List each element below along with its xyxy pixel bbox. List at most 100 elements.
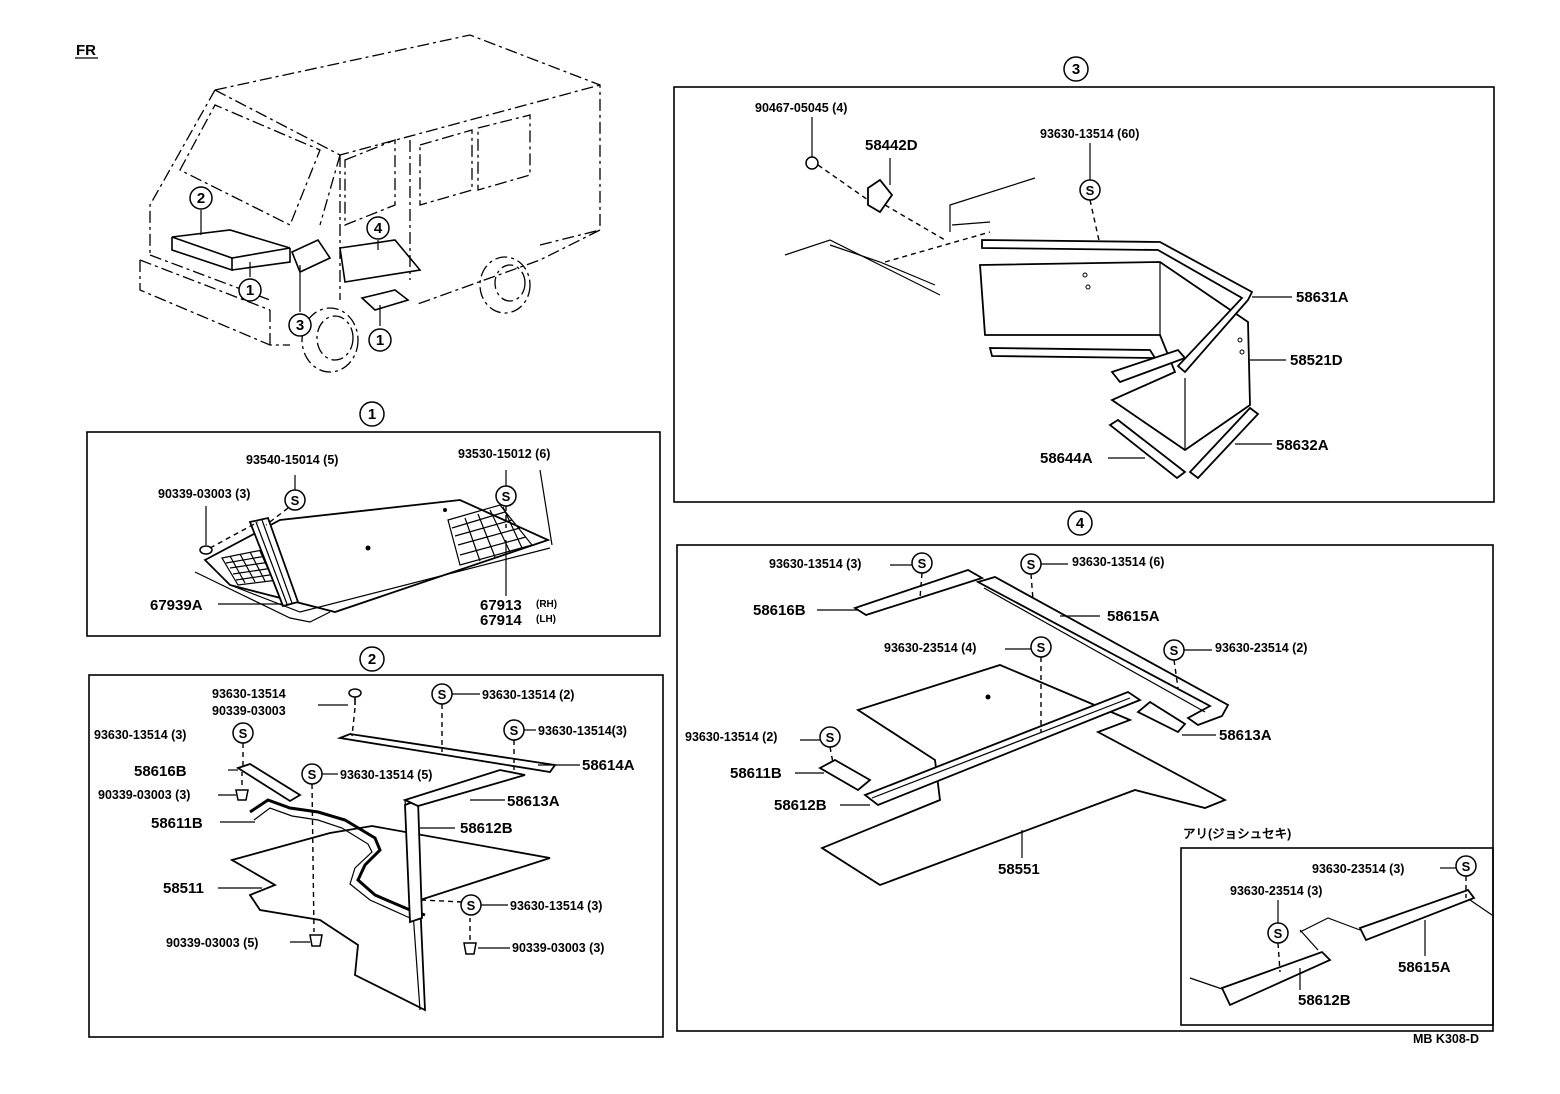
svg-text:S: S xyxy=(308,767,317,782)
s2-label-58613a: 58613A xyxy=(507,793,560,810)
s2-label-58616b: 58616B xyxy=(134,763,187,780)
strip-58613a xyxy=(402,769,526,807)
s2-screw-left3: S xyxy=(232,722,254,768)
s4-label-s-left: 93630-13514 (2) xyxy=(685,730,777,744)
section-2: 2 S S S xyxy=(88,646,664,1038)
svg-text:1: 1 xyxy=(376,332,384,349)
s4-label-58613a: 58613A xyxy=(1219,727,1272,744)
vehicle-callout-3: 3 xyxy=(288,313,312,337)
s2-screw-mid5: S xyxy=(301,763,338,933)
vehicle-floor-parts xyxy=(171,210,422,326)
strip-58632a xyxy=(1188,406,1260,480)
s4-screw-left: S xyxy=(819,726,841,764)
svg-text:4: 4 xyxy=(1076,515,1085,532)
s2-label-s-top: 93630-13514 (2) xyxy=(482,688,574,702)
s2-label-s-mid: 93630-13514 (5) xyxy=(340,768,432,782)
section-3: 3 S xyxy=(673,56,1495,503)
inset-screw-2: S xyxy=(1267,900,1289,973)
s1-screw-93540: S xyxy=(265,475,306,526)
section-3-marker: 3 xyxy=(1063,56,1089,82)
s4-label-s-mid: 93630-23514 (4) xyxy=(884,641,976,655)
s2-label-clip-low3: 90339-03003 (3) xyxy=(512,941,604,955)
clip-90339 xyxy=(199,545,213,555)
section-2-marker: 2 xyxy=(359,646,385,672)
section-4: 4 S S S xyxy=(676,510,1494,1032)
svg-text:3: 3 xyxy=(1072,61,1080,78)
s3-label-screw: 93630-13514 (60) xyxy=(1040,127,1139,141)
section-3-frame xyxy=(673,86,1495,503)
s2-label-58614a: 58614A xyxy=(582,757,635,774)
s4-label-58616b: 58616B xyxy=(753,602,806,619)
s2-clip-low3 xyxy=(463,918,477,955)
s2-label-screw-a: 93630-13514 xyxy=(212,687,286,701)
s2-label-58611b: 58611B xyxy=(151,815,203,832)
section-4-marker: 4 xyxy=(1067,510,1093,536)
svg-text:S: S xyxy=(510,723,519,738)
s4-label-58551: 58551 xyxy=(998,861,1040,878)
s1-label-67914: 67914 xyxy=(480,612,522,629)
svg-text:3: 3 xyxy=(296,317,304,334)
strip-58611b xyxy=(818,758,872,792)
svg-text:2: 2 xyxy=(368,651,376,668)
s3-label-58644a: 58644A xyxy=(1040,450,1093,467)
inset-strip-58612b xyxy=(1220,950,1332,1007)
trim-58631a xyxy=(981,239,1254,374)
svg-text:S: S xyxy=(1462,859,1471,874)
s2-label-58612b: 58612B xyxy=(460,820,513,837)
s3-label-bolt: 90467-05045 (4) xyxy=(755,101,847,115)
s1-label-lh: (LH) xyxy=(536,614,556,625)
s2-label-58511: 58511 xyxy=(163,880,204,897)
s4-label-s-right: 93630-23514 (2) xyxy=(1215,641,1307,655)
vehicle-callout-2: 2 xyxy=(189,186,213,210)
s1-label-rh: (RH) xyxy=(536,599,557,610)
s4-screw-tl: S xyxy=(911,552,933,599)
s3-screw: S xyxy=(1079,143,1101,246)
s2-label-screw-b: 90339-03003 xyxy=(212,704,286,718)
s2-clip-left xyxy=(235,772,249,801)
s2-label-clip-left: 90339-03003 (3) xyxy=(98,788,190,802)
s4-label-58612b: 58612B xyxy=(774,797,827,814)
svg-text:S: S xyxy=(1274,926,1283,941)
s2-label-s-low: 93630-13514 (3) xyxy=(510,899,602,913)
mat-hatch-right xyxy=(447,504,534,566)
svg-text:S: S xyxy=(1086,183,1095,198)
svg-text:1: 1 xyxy=(246,282,254,299)
inset-label-58615a: 58615A xyxy=(1398,959,1451,976)
vehicle-callout-1a: 1 xyxy=(238,278,262,302)
vehicle-overview: FR xyxy=(75,34,601,373)
wheelhouse-58521d xyxy=(979,261,1251,452)
svg-text:S: S xyxy=(467,898,476,913)
strip-58616b xyxy=(852,569,985,616)
s4-label-s-tr: 93630-13514 (6) xyxy=(1072,555,1164,569)
svg-text:1: 1 xyxy=(368,406,376,423)
s2-screw-low3: S xyxy=(421,894,508,916)
s4-label-58611b: 58611B xyxy=(730,765,782,782)
s1-label-90339: 90339-03003 (3) xyxy=(158,487,250,501)
vehicle-body-outline xyxy=(139,34,601,373)
vehicle-callout-1b: 1 xyxy=(368,328,392,352)
s3-label-58521d: 58521D xyxy=(1290,352,1343,369)
carpet-58511 xyxy=(229,825,551,1012)
s2-screw-top: S xyxy=(431,683,480,752)
s2-label-s-left: 93630-13514 (3) xyxy=(94,728,186,742)
section-1-frame xyxy=(86,431,661,637)
section-1: 1 S S xyxy=(86,401,661,637)
floor-mat-58551 xyxy=(820,664,1228,886)
strip-58615a xyxy=(975,576,1230,727)
svg-text:S: S xyxy=(291,493,300,508)
svg-text:S: S xyxy=(918,556,927,571)
s3-label-58632a: 58632A xyxy=(1276,437,1329,454)
s4-screw-tr: S xyxy=(1020,553,1068,601)
vehicle-callout-4: 4 xyxy=(366,216,390,240)
scuff-strip-67939a xyxy=(248,516,300,608)
svg-text:S: S xyxy=(502,489,511,504)
fr-label: FR xyxy=(76,42,96,59)
s1-label-93540: 93540-15014 (5) xyxy=(246,453,338,467)
inset-label-s1: 93630-23514 (3) xyxy=(1312,862,1404,876)
bracket-58442d xyxy=(867,178,894,214)
diagram-code: MB K308-D xyxy=(1413,1032,1479,1046)
s2-label-clip-low5: 90339-03003 (5) xyxy=(166,936,258,950)
s3-bolt xyxy=(805,117,869,201)
inset-label-58612b: 58612B xyxy=(1298,992,1351,1009)
